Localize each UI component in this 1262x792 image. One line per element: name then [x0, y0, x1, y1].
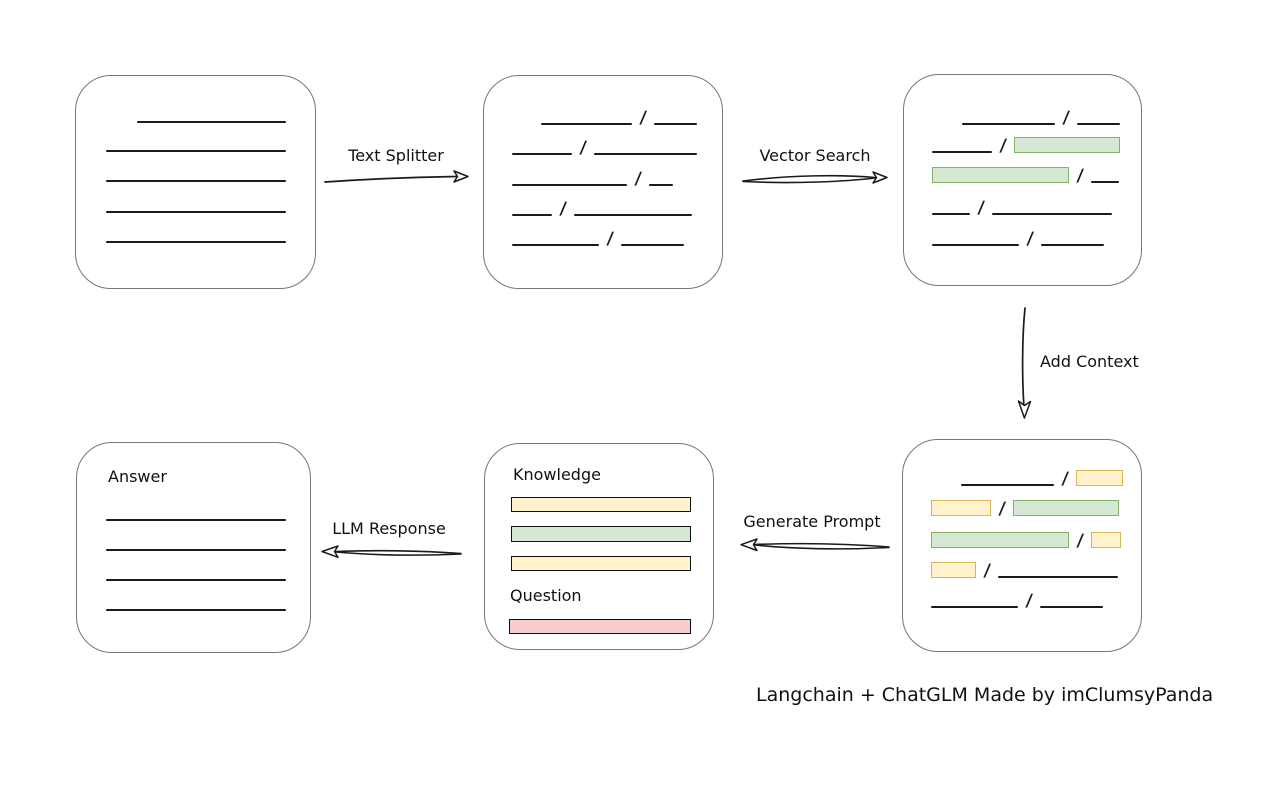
arrow-label-text-splitter: Text Splitter — [348, 146, 444, 165]
arrow-add-context: Add Context — [1008, 306, 1158, 426]
slash-separator: / — [1062, 108, 1071, 128]
text-line — [1077, 123, 1121, 125]
chunk-row: / — [512, 137, 698, 158]
slash-separator: / — [559, 199, 568, 219]
slash-separator: / — [1076, 166, 1085, 186]
text-line — [512, 244, 599, 246]
text-line — [106, 549, 286, 551]
highlight-chunk-yellow — [1076, 470, 1124, 486]
chunk-row: / — [931, 530, 1122, 551]
text-line — [1091, 181, 1120, 183]
left-arrow-icon — [321, 545, 462, 559]
node-split-chunks: / / / / / — [483, 75, 723, 289]
text-line — [962, 123, 1055, 125]
slash-separator: / — [1076, 531, 1085, 551]
text-line — [992, 213, 1113, 215]
text-line — [106, 150, 286, 152]
prompt-bar-red — [509, 619, 691, 634]
node-retrieved-chunks: / / / / / — [903, 74, 1142, 286]
highlight-chunk-green — [1013, 500, 1120, 516]
text-line — [932, 213, 970, 215]
chunk-row: / — [932, 135, 1121, 156]
chunk-row: / — [932, 165, 1120, 186]
down-arrow-icon — [1017, 307, 1032, 419]
highlight-chunk-yellow — [931, 562, 976, 578]
arrow-label-add-context: Add Context — [1040, 352, 1139, 371]
highlight-chunk-yellow — [1091, 532, 1122, 548]
text-line — [1040, 606, 1104, 608]
text-line — [649, 184, 674, 186]
slash-separator: / — [1026, 229, 1035, 249]
slash-separator: / — [1025, 591, 1034, 611]
text-line — [621, 244, 685, 246]
text-line — [574, 214, 693, 216]
slash-separator: / — [634, 169, 643, 189]
chunk-row: / — [962, 107, 1121, 128]
arrow-vector-search: Vector Search — [741, 146, 889, 189]
chunk-row: / — [931, 560, 1119, 581]
right-arrow-icon — [324, 170, 469, 183]
chunk-row: / — [512, 168, 674, 189]
text-line — [961, 484, 1054, 486]
question-heading: Question — [510, 586, 582, 605]
node-source-document — [75, 75, 316, 289]
arrow-llm-response: LLM Response — [315, 519, 463, 564]
text-line — [106, 241, 286, 243]
text-line — [654, 123, 698, 125]
text-line — [137, 121, 286, 123]
text-line — [1041, 244, 1105, 246]
node-context-chunks: / / / / / — [902, 439, 1142, 652]
node-prompt: Knowledge Question — [484, 443, 714, 650]
text-line — [932, 151, 992, 153]
arrow-label-vector-search: Vector Search — [759, 146, 871, 165]
slash-separator: / — [1061, 469, 1070, 489]
arrow-generate-prompt: Generate Prompt — [733, 512, 891, 557]
slash-separator: / — [639, 108, 648, 128]
text-line — [932, 244, 1019, 246]
prompt-bar-yellow — [511, 497, 691, 512]
slash-separator: / — [999, 136, 1008, 156]
diagram-caption: Langchain + ChatGLM Made by imClumsyPand… — [756, 684, 1214, 706]
slash-separator: / — [983, 561, 992, 581]
chunk-row: / — [932, 228, 1105, 249]
text-line — [931, 606, 1018, 608]
chunk-row: / — [931, 590, 1104, 611]
text-line — [106, 579, 286, 581]
text-line — [512, 184, 627, 186]
slash-separator: / — [998, 499, 1007, 519]
chunk-row: / — [541, 107, 698, 128]
slash-separator: / — [606, 229, 615, 249]
text-line — [106, 180, 286, 182]
chunk-row: / — [931, 498, 1120, 519]
left-arrow-icon — [740, 538, 890, 552]
text-line — [106, 609, 286, 611]
text-line — [594, 153, 698, 155]
prompt-bar-yellow — [511, 556, 691, 571]
knowledge-heading: Knowledge — [513, 465, 601, 484]
right-arrow-icon — [742, 171, 888, 184]
prompt-bar-green — [511, 526, 691, 542]
highlight-chunk-green — [932, 167, 1069, 183]
answer-heading: Answer — [108, 467, 167, 486]
text-line — [998, 576, 1119, 578]
chunk-row: / — [512, 228, 685, 249]
arrow-text-splitter: Text Splitter — [323, 146, 469, 189]
chunk-row: / — [961, 468, 1124, 489]
slash-separator: / — [977, 198, 986, 218]
arrow-label-llm-response: LLM Response — [332, 519, 446, 538]
highlight-chunk-yellow — [931, 500, 991, 516]
chunk-row: / — [932, 197, 1113, 218]
text-line — [512, 214, 552, 216]
text-line — [541, 123, 632, 125]
text-line — [512, 153, 572, 155]
highlight-chunk-green — [931, 532, 1069, 548]
arrow-label-generate-prompt: Generate Prompt — [743, 512, 881, 531]
node-answer: Answer — [76, 442, 311, 653]
chunk-row: / — [512, 198, 693, 219]
slash-separator: / — [579, 138, 588, 158]
text-line — [106, 519, 286, 521]
text-line — [106, 211, 286, 213]
highlight-chunk-green — [1014, 137, 1121, 153]
